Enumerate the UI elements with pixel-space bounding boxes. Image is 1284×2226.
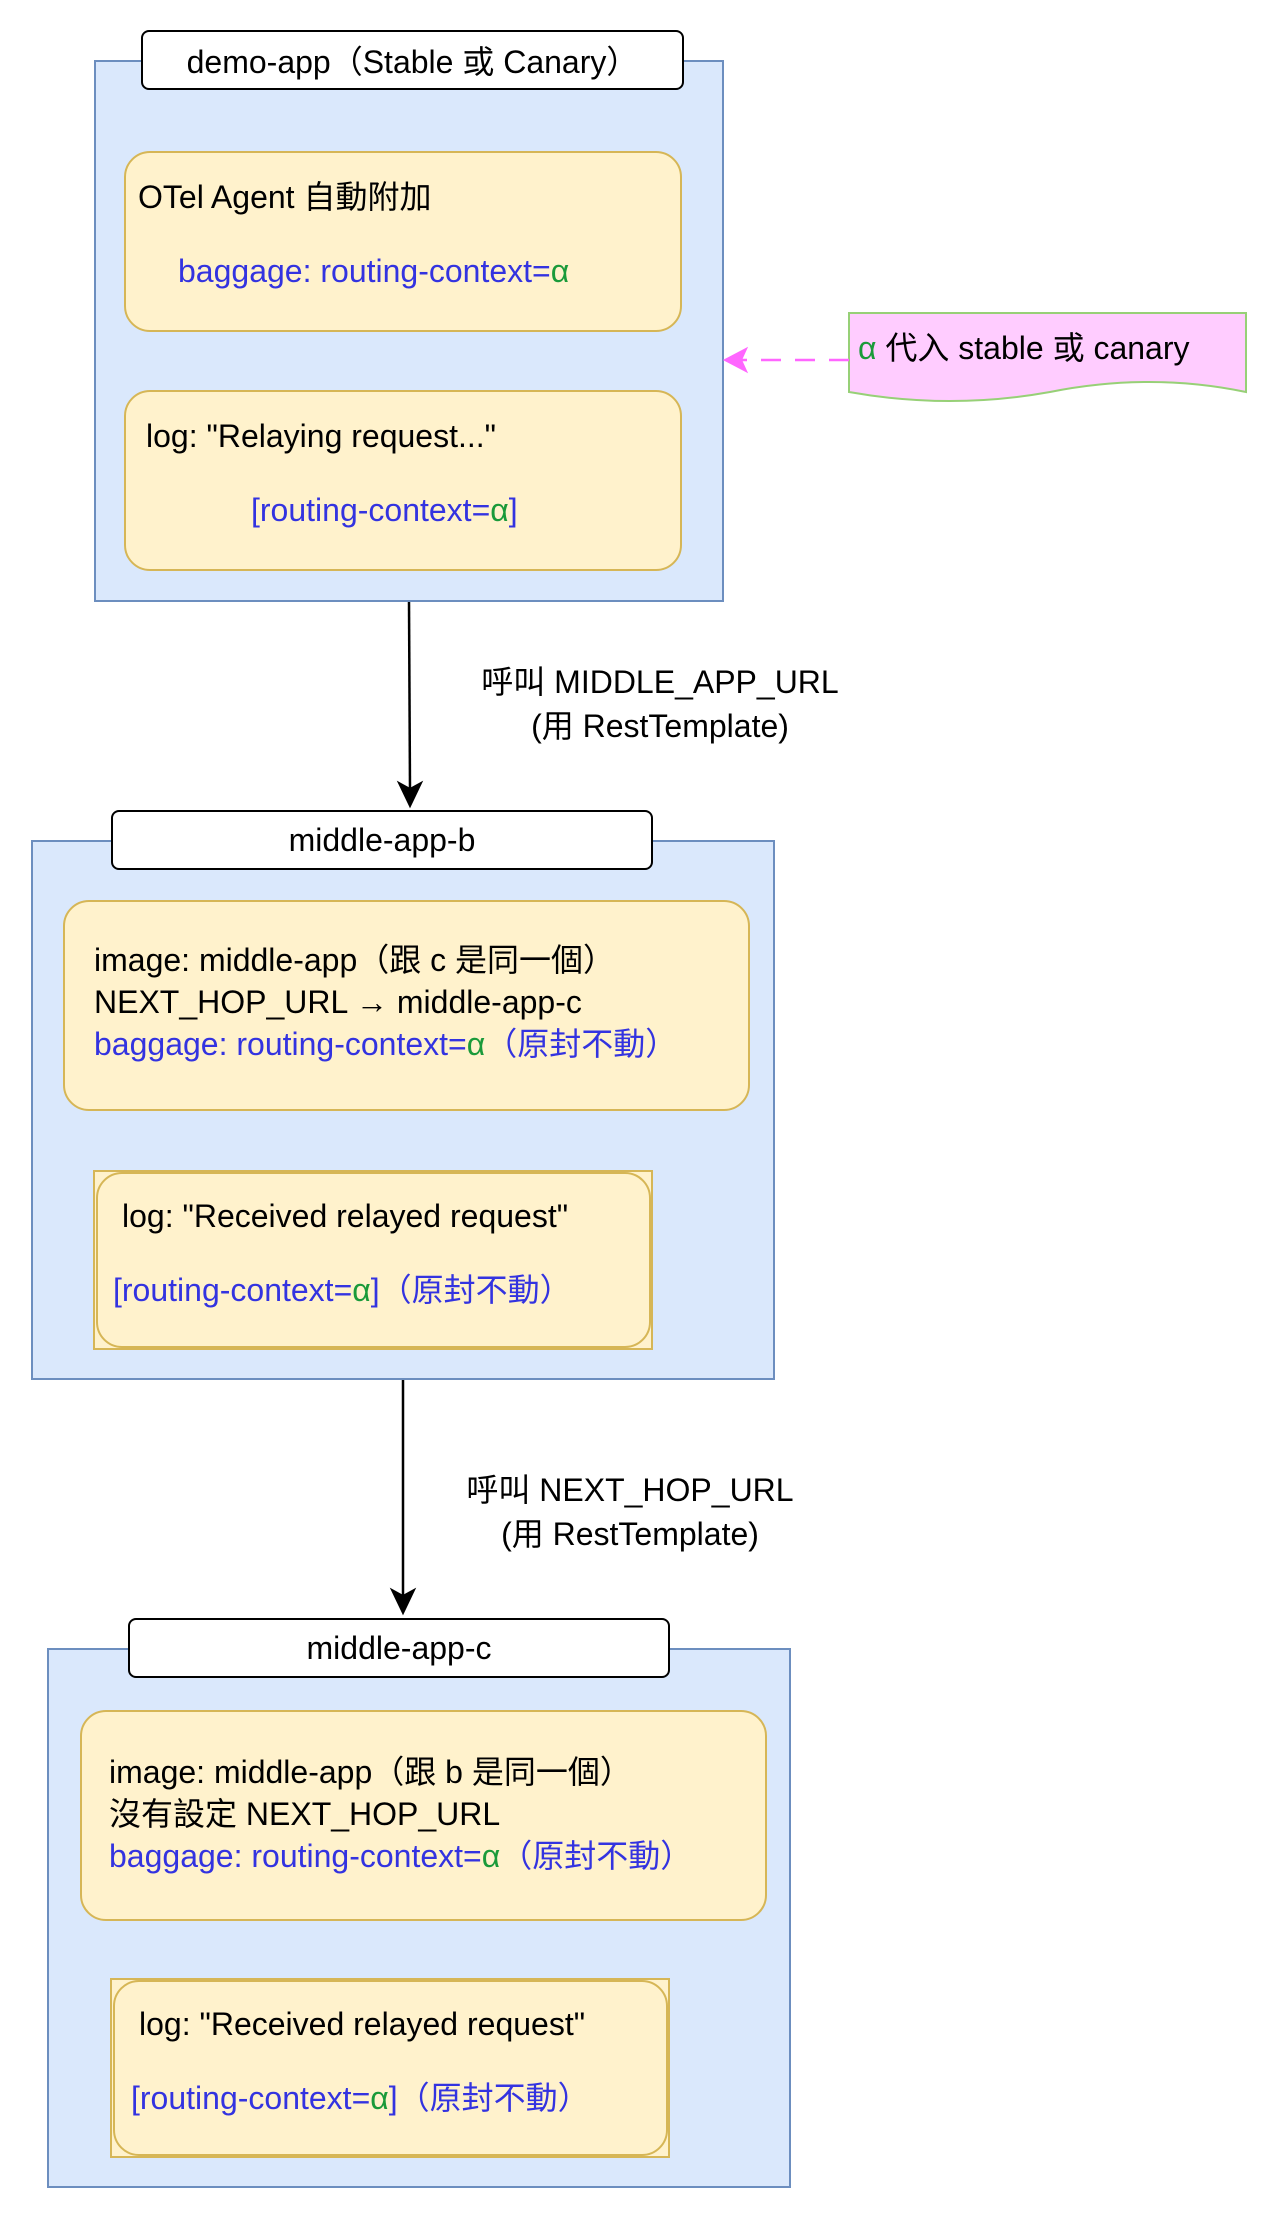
middle-app-c-title: middle-app-c	[128, 1618, 670, 1678]
image-text: image: middle-app（跟 b 是同一個）	[109, 1754, 632, 1790]
baggage-text: baggage: routing-context=	[178, 253, 551, 289]
alpha-symbol: α	[352, 1272, 371, 1308]
baggage-text: baggage: routing-context=	[94, 1026, 467, 1062]
edge1-label-line2: (用 RestTemplate)	[531, 708, 789, 744]
log-routing-context: [routing-context=α]（原封不動）	[131, 2078, 590, 2118]
baggage-line: baggage: routing-context=α（原封不動）	[94, 1024, 677, 1064]
middle-app-c-title-text: middle-app-c	[306, 1629, 492, 1666]
edge1-label-line1: 呼叫 MIDDLE_APP_URL	[481, 664, 839, 700]
middle-app-c-log-note: log: "Received relayed request" [routing…	[113, 1980, 668, 2156]
routing-context-suffix: ]（原封不動）	[370, 1272, 572, 1308]
edge1-arrow-head	[396, 780, 424, 809]
alpha-arrow-head	[722, 346, 749, 374]
baggage-line: baggage: routing-context=α（原封不動）	[109, 1836, 692, 1876]
unchanged-text: （原封不動）	[500, 1838, 693, 1874]
routing-context-prefix: [routing-context=	[113, 1272, 353, 1308]
alpha-symbol: α	[466, 1026, 486, 1062]
edge2-label: 呼叫 NEXT_HOP_URL (用 RestTemplate)	[430, 1468, 830, 1556]
routing-context-prefix: [routing-context=	[251, 492, 491, 528]
demo-app-title-text: demo-app（Stable 或 Canary）	[186, 44, 639, 80]
next-hop-text: NEXT_HOP_URL → middle-app-c	[94, 984, 582, 1020]
routing-context-suffix: ]（原封不動）	[388, 2080, 590, 2116]
log-text: log: "Received relayed request"	[122, 1198, 569, 1234]
edge2-arrow-head	[389, 1587, 417, 1616]
otel-agent-baggage: baggage: routing-context=α	[178, 251, 569, 291]
otel-agent-note: OTel Agent 自動附加 baggage: routing-context…	[124, 151, 682, 332]
otel-agent-label: OTel Agent 自動附加	[138, 179, 432, 215]
alpha-note: α 代入 stable 或 canary	[858, 326, 1190, 370]
edge1-label: 呼叫 MIDDLE_APP_URL (用 RestTemplate)	[460, 660, 860, 748]
alpha-symbol: α	[481, 1838, 501, 1874]
log-text: log: "Received relayed request"	[139, 2006, 586, 2042]
no-next-hop-text: 沒有設定 NEXT_HOP_URL	[109, 1796, 501, 1832]
middle-app-c-info-note: image: middle-app（跟 b 是同一個） 沒有設定 NEXT_HO…	[80, 1710, 767, 1921]
log-routing-context: [routing-context=α]	[251, 490, 518, 530]
alpha-note-text: 代入 stable 或 canary	[876, 330, 1190, 366]
middle-app-b-info-note: image: middle-app（跟 c 是同一個） NEXT_HOP_URL…	[63, 900, 750, 1111]
middle-app-b-title-text: middle-app-b	[288, 821, 476, 858]
edge2-label-line2: (用 RestTemplate)	[501, 1516, 759, 1552]
unchanged-text: （原封不動）	[485, 1026, 678, 1062]
log-text: log: "Relaying request..."	[146, 418, 497, 454]
log-routing-context: [routing-context=α]（原封不動）	[113, 1270, 572, 1310]
baggage-text: baggage: routing-context=	[109, 1838, 482, 1874]
routing-context-suffix: ]	[508, 492, 518, 528]
routing-context-prefix: [routing-context=	[131, 2080, 371, 2116]
alpha-note-shape	[848, 312, 1247, 402]
alpha-symbol: α	[370, 2080, 389, 2116]
middle-app-b-title: middle-app-b	[111, 810, 653, 870]
edge1-line	[407, 601, 412, 791]
demo-app-log-note: log: "Relaying request..." [routing-cont…	[124, 390, 682, 571]
alpha-symbol: α	[858, 330, 877, 366]
demo-app-title: demo-app（Stable 或 Canary）	[141, 30, 684, 90]
edge2-label-line1: 呼叫 NEXT_HOP_URL	[466, 1472, 794, 1508]
image-text: image: middle-app（跟 c 是同一個）	[94, 942, 616, 978]
middle-app-b-log-note: log: "Received relayed request" [routing…	[96, 1172, 651, 1348]
alpha-symbol: α	[550, 253, 570, 289]
alpha-symbol: α	[490, 492, 509, 528]
